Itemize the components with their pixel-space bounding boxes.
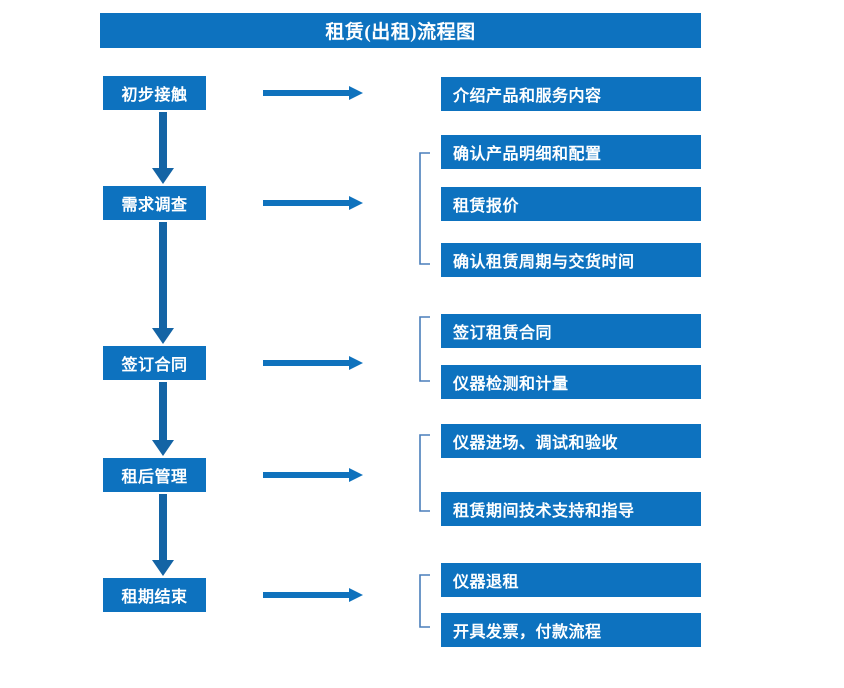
group-bracket-3 <box>418 434 432 512</box>
vertical-arrow-2 <box>148 222 178 344</box>
stage-box-5[interactable]: 租期结束 <box>103 578 206 612</box>
detail-box-8[interactable]: 租赁期间技术支持和指导 <box>441 492 701 526</box>
detail-box-9[interactable]: 仪器退租 <box>441 563 701 597</box>
detail-box-6[interactable]: 仪器检测和计量 <box>441 365 701 399</box>
detail-box-3[interactable]: 租赁报价 <box>441 187 701 221</box>
stage-box-1[interactable]: 初步接触 <box>103 76 206 110</box>
group-bracket-4 <box>418 574 432 628</box>
horizontal-arrow-3 <box>263 356 363 370</box>
horizontal-arrow-5 <box>263 588 363 602</box>
diagram-title: 租赁(出租)流程图 <box>100 13 701 48</box>
group-bracket-1 <box>418 152 432 265</box>
detail-box-4[interactable]: 确认租赁周期与交货时间 <box>441 243 701 277</box>
detail-box-5[interactable]: 签订租赁合同 <box>441 314 701 348</box>
stage-box-4[interactable]: 租后管理 <box>103 458 206 492</box>
detail-box-7[interactable]: 仪器进场、调试和验收 <box>441 424 701 458</box>
horizontal-arrow-2 <box>263 196 363 210</box>
vertical-arrow-3 <box>148 382 178 456</box>
horizontal-arrow-4 <box>263 468 363 482</box>
group-bracket-2 <box>418 316 432 382</box>
detail-box-2[interactable]: 确认产品明细和配置 <box>441 135 701 169</box>
detail-box-1[interactable]: 介绍产品和服务内容 <box>441 77 701 111</box>
vertical-arrow-1 <box>148 112 178 184</box>
stage-box-3[interactable]: 签订合同 <box>103 346 206 380</box>
horizontal-arrow-1 <box>263 86 363 100</box>
detail-box-10[interactable]: 开具发票，付款流程 <box>441 613 701 647</box>
vertical-arrow-4 <box>148 494 178 576</box>
stage-box-2[interactable]: 需求调查 <box>103 186 206 220</box>
